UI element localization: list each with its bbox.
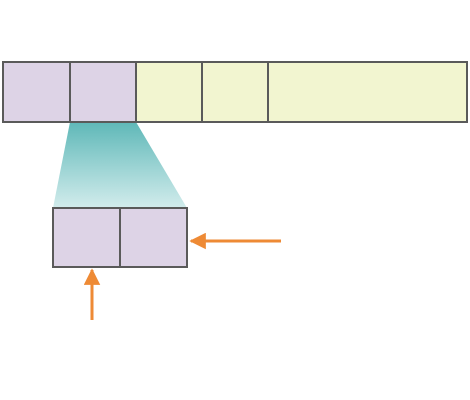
zoom-cell-2 bbox=[119, 207, 188, 268]
top-cell-4 bbox=[201, 61, 269, 123]
top-cell-3 bbox=[135, 61, 203, 123]
top-row bbox=[2, 61, 468, 123]
zoom-cell-1 bbox=[52, 207, 121, 268]
zoom-row bbox=[52, 207, 188, 268]
top-cell-1 bbox=[2, 61, 71, 123]
top-cell-5 bbox=[267, 61, 468, 123]
top-cell-2 bbox=[69, 61, 137, 123]
zoom-projection-band bbox=[53, 122, 187, 208]
